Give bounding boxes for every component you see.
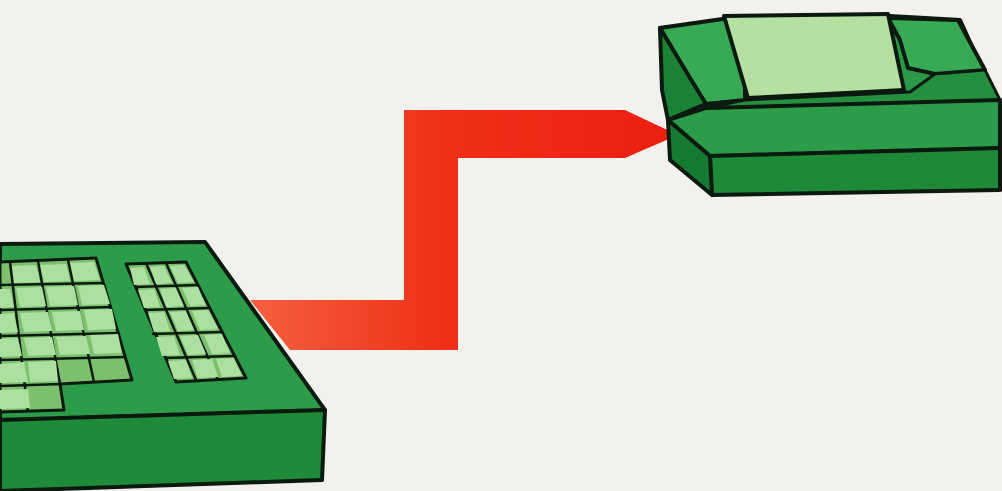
arrow-shape xyxy=(250,110,678,350)
keyboard-icon xyxy=(0,242,325,491)
printer-icon xyxy=(660,14,1000,195)
keyboard-front-face xyxy=(0,410,325,491)
connection-arrow-icon xyxy=(250,110,678,350)
printer-front-face xyxy=(710,148,1000,195)
printer-paper xyxy=(724,14,904,98)
